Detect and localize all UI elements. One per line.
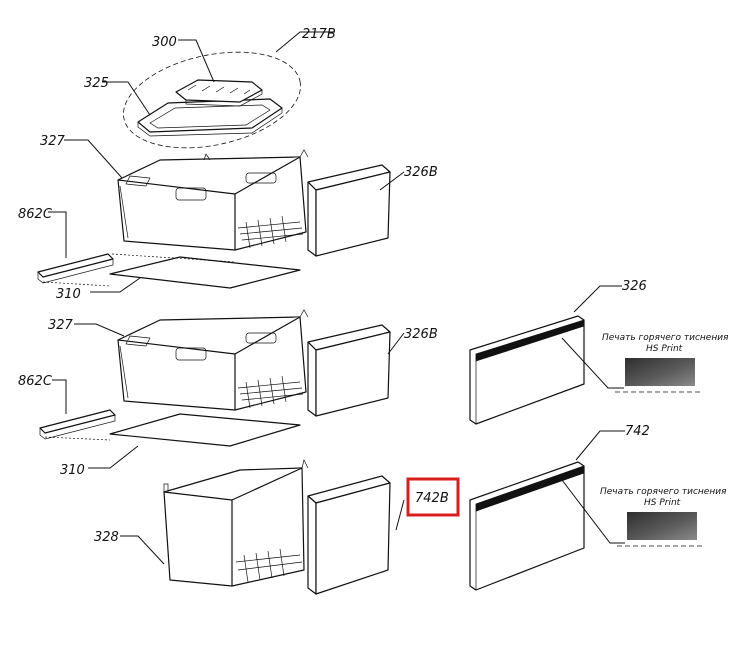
label-862c-lower: 862C <box>18 374 53 389</box>
label-325: 325 <box>84 76 109 91</box>
label-327-upper: 327 <box>40 134 66 149</box>
hs-print-swatch-lower <box>627 512 697 540</box>
group-217b-outline <box>123 51 301 149</box>
front-742b <box>307 475 391 595</box>
label-328: 328 <box>94 530 119 545</box>
front-326b-upper <box>307 164 391 257</box>
tray-325 <box>137 98 283 137</box>
label-326: 326 <box>622 279 647 294</box>
glass-shelf-310-lower <box>109 413 301 447</box>
drawer-327-upper <box>117 149 309 251</box>
label-310-lower: 310 <box>60 463 85 478</box>
note-hot-stamp-upper: Печать горячего тиснения <box>602 333 729 343</box>
label-742: 742 <box>625 424 650 439</box>
rail-862c-lower <box>39 409 116 440</box>
hs-print-swatch-upper <box>625 358 695 386</box>
label-310-upper: 310 <box>56 287 81 302</box>
panel-742 <box>469 461 585 591</box>
label-217b: 217B <box>302 27 336 42</box>
label-327-middle: 327 <box>48 318 74 333</box>
drawer-327-middle <box>117 309 309 411</box>
front-326b-middle <box>307 324 391 417</box>
drawer-328 <box>163 458 309 587</box>
label-742b: 742B <box>415 491 449 506</box>
label-862c-upper: 862C <box>18 207 53 222</box>
rail-862c-upper <box>37 253 114 284</box>
note-hot-stamp-lower: Печать горячего тиснения <box>600 487 727 497</box>
label-326b-middle: 326B <box>404 327 438 342</box>
glass-shelf-310-upper <box>109 256 301 289</box>
leader-lines <box>48 31 625 565</box>
panel-326 <box>469 315 585 425</box>
note-hs-print-upper: HS Print <box>646 344 683 354</box>
label-326b-upper: 326B <box>404 165 438 180</box>
note-hs-print-lower: HS Print <box>644 498 681 508</box>
egg-holder-300 <box>175 79 263 107</box>
highlight-box-742b <box>406 477 460 517</box>
label-300: 300 <box>152 35 177 50</box>
